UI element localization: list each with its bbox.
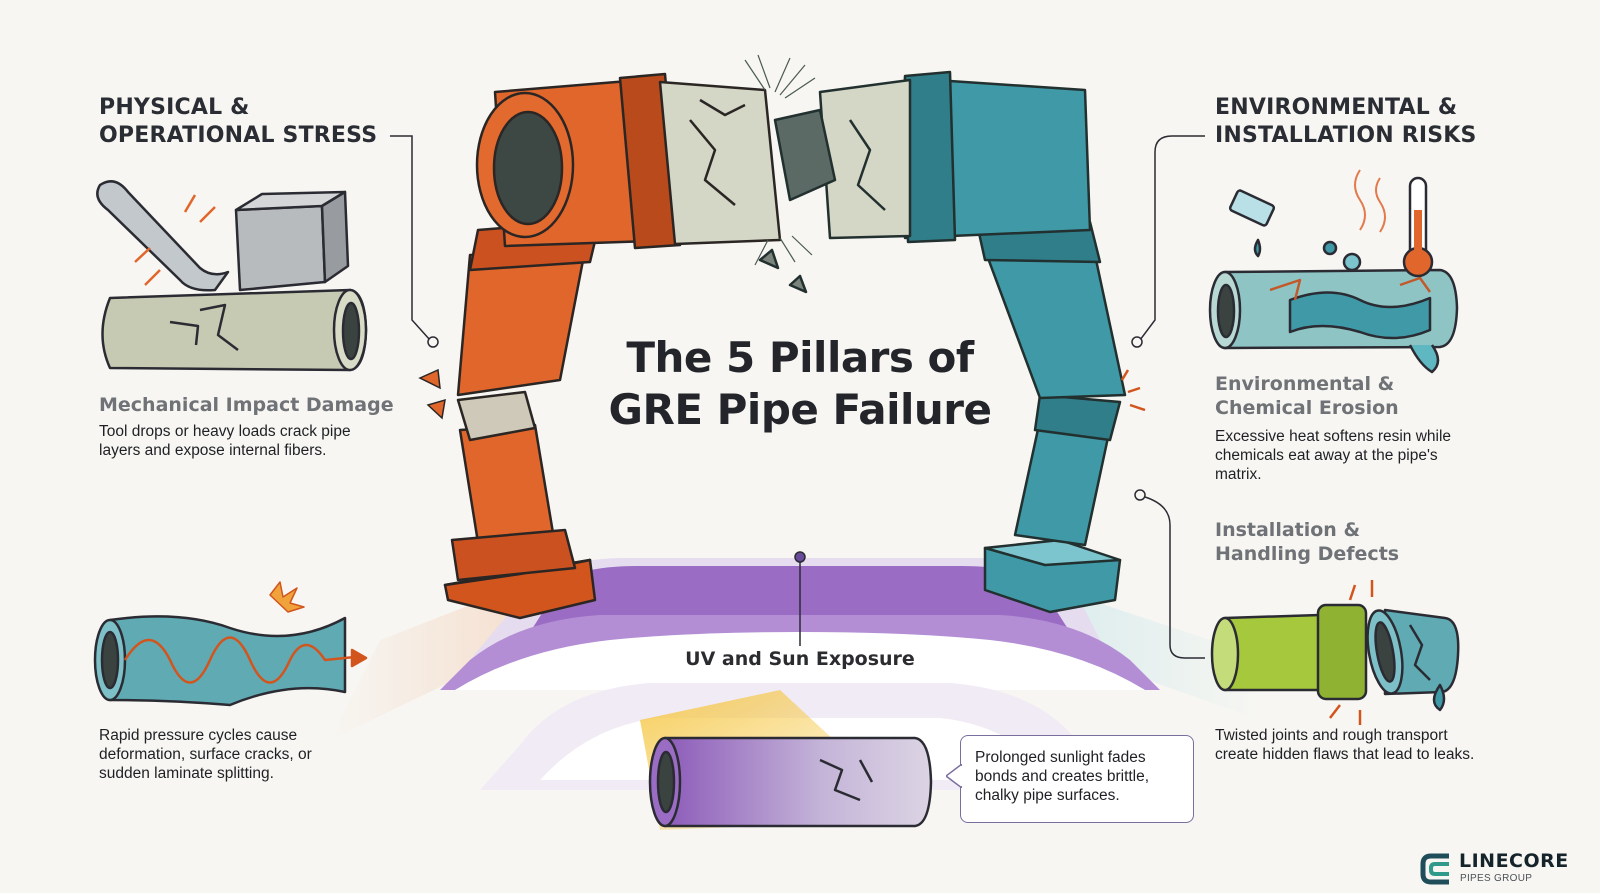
- chemical-erosion-illustration: [1208, 169, 1459, 374]
- mechanical-impact-illustration: [96, 180, 368, 372]
- teal-pipe-illustration: [758, 70, 1127, 614]
- brand-name: LINECORE: [1459, 850, 1569, 872]
- chemical-erosion-title-line-1: Environmental &: [1215, 373, 1395, 395]
- right-connectors: [1131, 135, 1205, 659]
- chemical-erosion-title: Environmental & Chemical Erosion: [1215, 372, 1399, 420]
- brand-subtitle: PIPES GROUP: [1460, 873, 1533, 884]
- uv-exposure-description: Prolonged sunlight fades bonds and creat…: [975, 749, 1150, 804]
- main-title-line-2: GRE Pipe Failure: [608, 385, 992, 434]
- mechanical-impact-description: Tool drops or heavy loads crack pipe lay…: [99, 423, 351, 459]
- installation-defects-description: Twisted joints and rough transport creat…: [1215, 727, 1475, 763]
- uv-pointer: [794, 551, 806, 646]
- callout-pointer: [946, 764, 962, 788]
- installation-defects-title-line-2: Handling Defects: [1215, 543, 1400, 565]
- installation-defect-illustration: [1210, 580, 1460, 725]
- installation-defects-title: Installation & Handling Defects: [1215, 518, 1399, 566]
- installation-defects-title-line-1: Installation &: [1215, 519, 1361, 541]
- right-heading-line-2: INSTALLATION RISKS: [1215, 123, 1477, 148]
- right-section-heading: ENVIRONMENTAL & INSTALLATION RISKS: [1215, 94, 1477, 150]
- uv-exposure-illustration: [640, 690, 933, 830]
- main-title-line-1: The 5 Pillars of: [626, 333, 974, 382]
- teal-pipe-sparks: [1120, 369, 1146, 412]
- linecore-logo-icon: [1420, 853, 1449, 885]
- pressure-cycle-description: Rapid pressure cycles cause deformation,…: [99, 727, 312, 782]
- orange-pipe-shards: [418, 368, 446, 420]
- right-heading-line-1: ENVIRONMENTAL &: [1215, 95, 1458, 120]
- chemical-erosion-title-line-2: Chemical Erosion: [1215, 397, 1399, 419]
- pressure-cycle-illustration: [93, 581, 368, 707]
- uv-exposure-callout: Prolonged sunlight fades bonds and creat…: [960, 735, 1194, 823]
- left-heading-line-1: PHYSICAL &: [99, 95, 250, 120]
- left-heading-line-2: OPERATIONAL STRESS: [99, 123, 378, 148]
- fiber-strands: [744, 54, 816, 266]
- chemical-erosion-description: Excessive heat softens resin while chemi…: [1215, 428, 1452, 483]
- uv-exposure-title: UV and Sun Exposure: [685, 648, 915, 670]
- main-title: The 5 Pillars of GRE Pipe Failure: [540, 332, 1060, 436]
- left-section-heading: PHYSICAL & OPERATIONAL STRESS: [99, 94, 377, 150]
- mechanical-impact-title: Mechanical Impact Damage: [99, 394, 394, 416]
- left-connectors: [390, 135, 439, 348]
- orange-pipe-illustration: [443, 72, 782, 620]
